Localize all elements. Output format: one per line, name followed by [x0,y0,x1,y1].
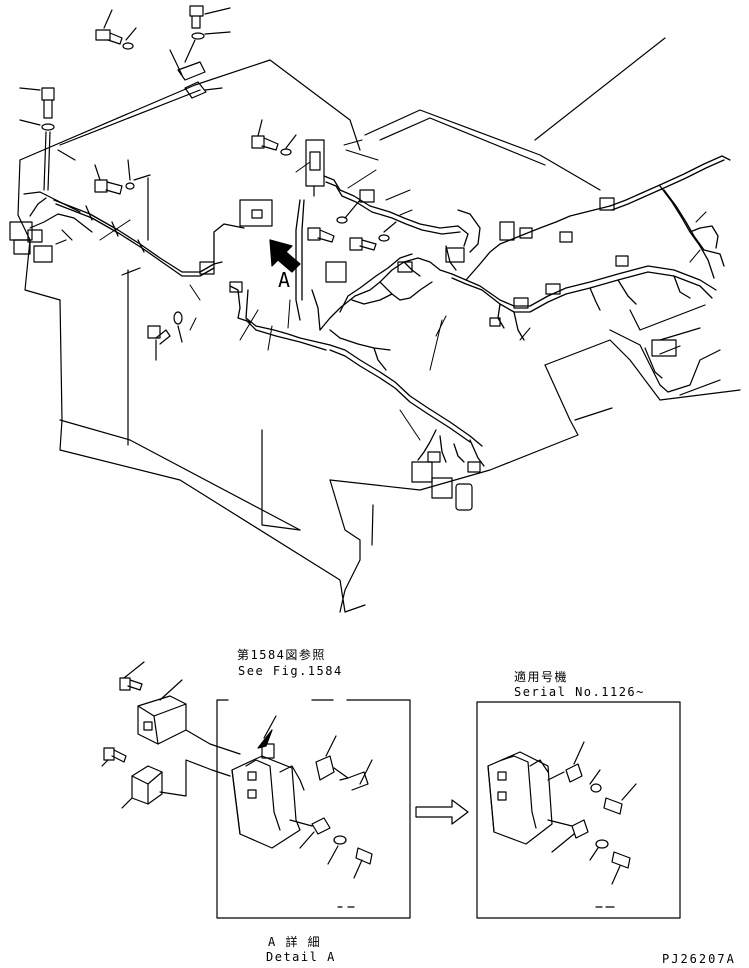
harness-connectors [200,140,628,510]
detail-a-small-relay [132,766,162,804]
detail-a-bolts [102,662,372,878]
bolt-icon [20,88,54,190]
bolt-icon [95,160,150,240]
serial-detail-bolts [548,742,636,884]
bolt-icon [148,312,182,360]
wiring-harness [54,156,730,466]
clamp-icon [170,40,222,98]
serial-note-en: Serial No.1126~ [514,685,645,699]
detail-caption-en: Detail A [266,950,336,964]
serial-note-ja: 適用号機 [514,670,569,684]
fig-reference-ja: 第1584図参照 [237,648,326,662]
frame-panels [18,38,740,612]
bolt-icon [350,222,396,250]
direction-arrow-icon [416,800,468,824]
bolt-icon [308,200,360,242]
leader-lines [100,140,706,440]
serial-detail-frame [477,702,680,918]
bolt-icon [96,10,136,49]
fig-reference-en: See Fig.1584 [238,664,343,678]
view-marker-label: A [278,268,291,292]
detail-caption-ja: A 詳 細 [268,935,322,949]
drawing-number: PJ26207A [662,952,736,966]
detail-a-relay-box [138,680,186,744]
view-arrow-icon [270,240,300,272]
connector-cluster-left [10,192,92,262]
bolt-icon [190,6,230,39]
detail-a-bracket [232,716,304,848]
serial-detail-bracket [488,752,552,844]
detail-a-frame [217,700,410,918]
bolt-icon [252,120,296,155]
